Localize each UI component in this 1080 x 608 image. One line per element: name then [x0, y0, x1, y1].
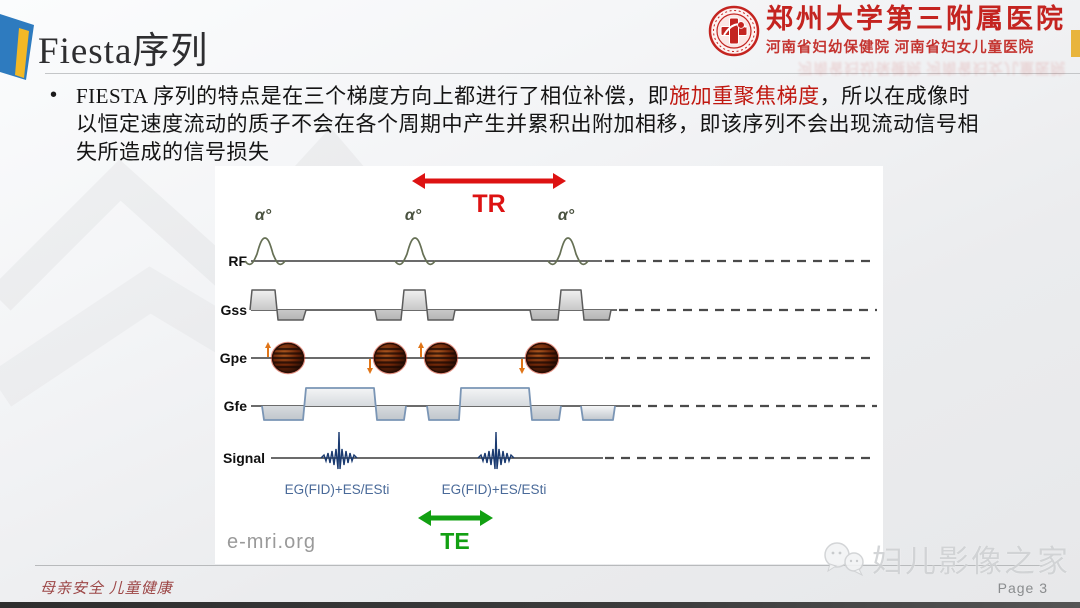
- row-label-rf: RF: [228, 253, 247, 269]
- phase-up-arrow-icon: [265, 342, 271, 357]
- phase-encode-table-3: [418, 341, 459, 375]
- bullet-item: • FIESTA 序列的特点是在三个梯度方向上都进行了相位补偿，即施加重聚焦梯度…: [50, 82, 1025, 166]
- bottom-edge-bar: [0, 602, 1080, 608]
- alpha-label-2: α°: [405, 207, 422, 224]
- rf-row: [244, 237, 877, 266]
- alpha-label-1: α°: [255, 207, 272, 224]
- pulse-sequence-diagram: TR α° α° α° RF Gss Gpe Gfe Signal: [215, 166, 883, 564]
- phase-down-arrow-icon: [519, 359, 525, 374]
- tr-arrow: [412, 173, 566, 189]
- gfe-row: [251, 387, 877, 421]
- gss-row: [249, 289, 877, 321]
- page-number: Page 3: [997, 580, 1048, 596]
- title-flag-icon: [0, 14, 34, 80]
- signal-row: [271, 431, 877, 470]
- bullet-text-after: ，所以在成像时以恒定速度流动的质子不会在各个周期中产生并累积出附加相移，即该序列…: [76, 84, 979, 164]
- phase-down-arrow-icon: [367, 359, 373, 374]
- gpe-row: [251, 341, 877, 375]
- hospital-header-reflection: 河南省妇幼保健院 河南省妇女儿童医院: [797, 59, 1066, 75]
- echo-label-2: EG(FID)+ES/ESti: [442, 482, 547, 497]
- phase-encode-table-4: [519, 341, 560, 375]
- echo-label-1: EG(FID)+ES/ESti: [285, 482, 390, 497]
- sequence-diagram-canvas: TR α° α° α° RF Gss Gpe Gfe Signal: [220, 173, 877, 554]
- footer-slogan: 母亲安全 儿童健康: [40, 581, 173, 597]
- title-separator: [45, 73, 1080, 74]
- watermark-text: 妇儿影像之家: [872, 544, 1070, 579]
- hospital-name: 郑州大学第三附属医院: [766, 4, 1066, 34]
- row-label-signal: Signal: [223, 450, 265, 466]
- bullet-marker: •: [50, 84, 58, 106]
- diagram-source: e-mri.org: [227, 531, 316, 553]
- phase-up-arrow-icon: [418, 342, 424, 357]
- echo-signal-2: [477, 431, 515, 470]
- bullet-text-highlight: 施加重聚焦梯度: [669, 84, 820, 108]
- bullet-text: FIESTA 序列的特点是在三个梯度方向上都进行了相位补偿，即施加重聚焦梯度，所…: [76, 82, 988, 166]
- chat-bubbles-icon: [824, 541, 864, 576]
- row-label-gfe: Gfe: [224, 398, 248, 414]
- bullet-text-before: FIESTA 序列的特点是在三个梯度方向上都进行了相位补偿，即: [76, 84, 670, 108]
- hospital-subtitle: 河南省妇幼保健院 河南省妇女儿童医院: [766, 40, 1035, 56]
- watermark: 妇儿影像之家: [822, 536, 1070, 581]
- page-title: Fiesta序列: [38, 31, 209, 72]
- hospital-header: 郑州大学第三附属医院 河南省妇幼保健院 河南省妇女儿童医院: [708, 4, 1066, 57]
- row-label-gpe: Gpe: [220, 350, 247, 366]
- phase-encode-table-1: [265, 341, 306, 375]
- alpha-label-3: α°: [558, 207, 575, 224]
- te-arrow: [418, 510, 493, 526]
- phase-encode-table-2: [367, 341, 408, 375]
- tr-label: TR: [472, 190, 505, 218]
- echo-signal-1: [320, 431, 358, 470]
- edge-gold-tab: [1071, 30, 1080, 57]
- hospital-logo-icon: [708, 5, 760, 56]
- te-label: TE: [440, 528, 469, 554]
- footer-separator: [35, 565, 1042, 566]
- row-label-gss: Gss: [221, 302, 248, 318]
